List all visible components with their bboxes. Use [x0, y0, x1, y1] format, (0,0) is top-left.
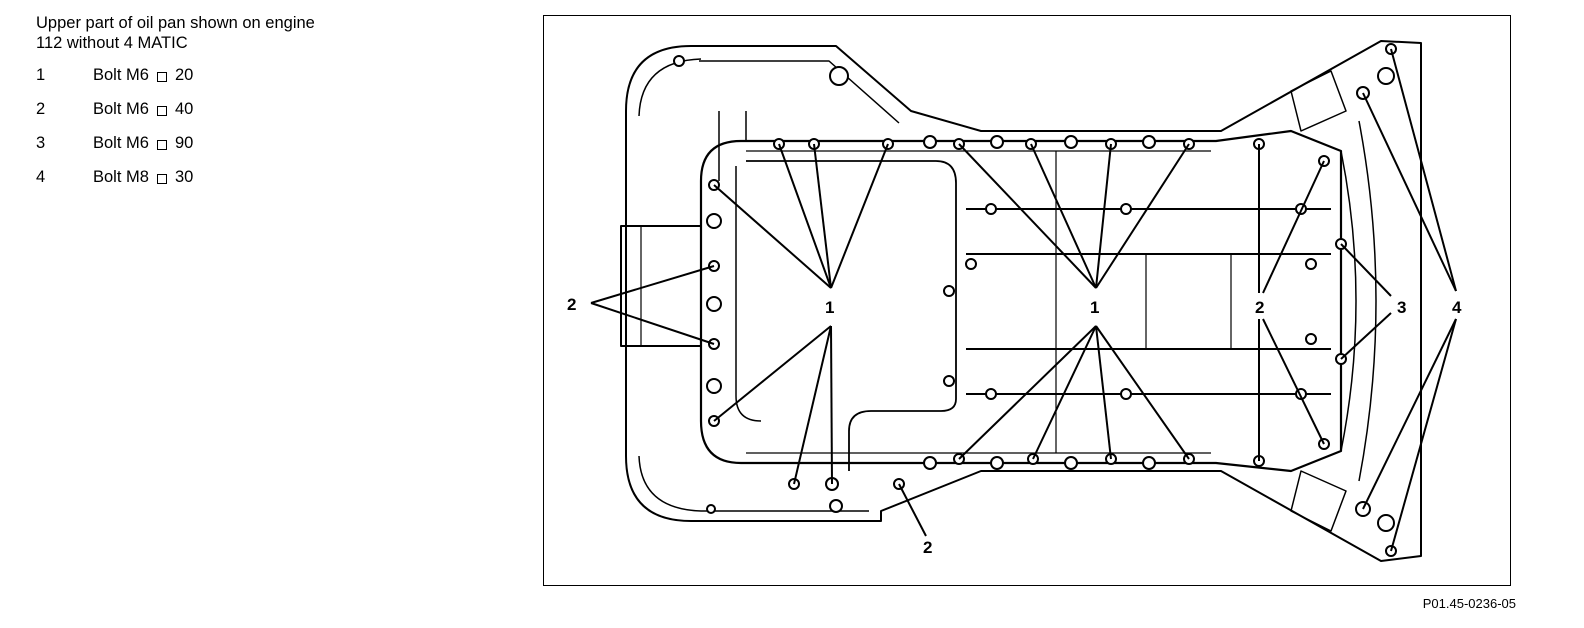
callout-2-right: 2	[1255, 298, 1264, 317]
length-symbol-icon	[156, 106, 167, 116]
oil-pan-figure: 1 1 2 2 2 3 4	[543, 15, 1511, 586]
legend-bolt: Bolt M6	[93, 65, 149, 84]
legend-bolt: Bolt M6	[93, 99, 149, 118]
callout-4: 4	[1452, 298, 1462, 317]
caption-title-line2: 112 without 4 MATIC	[36, 34, 188, 52]
leader-lines	[590, 48, 1457, 552]
callout-1-left: 1	[825, 298, 834, 317]
callout-2-left: 2	[567, 295, 576, 314]
callout-2-bottom: 2	[923, 538, 932, 557]
caption-title-line1: Upper part of oil pan shown on engine	[36, 14, 315, 32]
length-symbol-icon	[156, 174, 167, 184]
legend-bolt: Bolt M6	[93, 133, 149, 152]
caption-title: Upper part of oil pan shown on engine 11…	[36, 13, 496, 53]
callout-1-center: 1	[1090, 298, 1099, 317]
legend-number: 4	[36, 167, 46, 186]
length-symbol-icon	[156, 140, 167, 150]
length-symbol-icon	[156, 72, 167, 82]
callout-3: 3	[1397, 298, 1406, 317]
bolt-holes	[673, 43, 1397, 557]
legend-length: 40	[174, 99, 194, 118]
figure-id: P01.45-0236-05	[1422, 596, 1516, 611]
legend-bolt: Bolt M8	[93, 167, 149, 186]
legend-item: 3 Bolt M6 90	[36, 133, 496, 153]
caption: Upper part of oil pan shown on engine 11…	[36, 13, 496, 201]
legend-item: 4 Bolt M8 30	[36, 167, 496, 187]
legend-length: 30	[174, 167, 194, 186]
legend-length: 90	[174, 133, 194, 152]
legend-item: 1 Bolt M6 20	[36, 65, 496, 85]
oil-pan-drawing: 1 1 2 2 2 3 4	[567, 40, 1462, 562]
legend-item: 2 Bolt M6 40	[36, 99, 496, 119]
legend-length: 20	[174, 65, 194, 84]
legend-number: 1	[36, 65, 46, 84]
bolt-legend: 1 Bolt M6 20 2 Bolt M6 40 3 Bolt M6 90 4…	[36, 65, 496, 187]
legend-number: 3	[36, 133, 46, 152]
oil-pan-outline	[620, 40, 1422, 562]
legend-number: 2	[36, 99, 46, 118]
